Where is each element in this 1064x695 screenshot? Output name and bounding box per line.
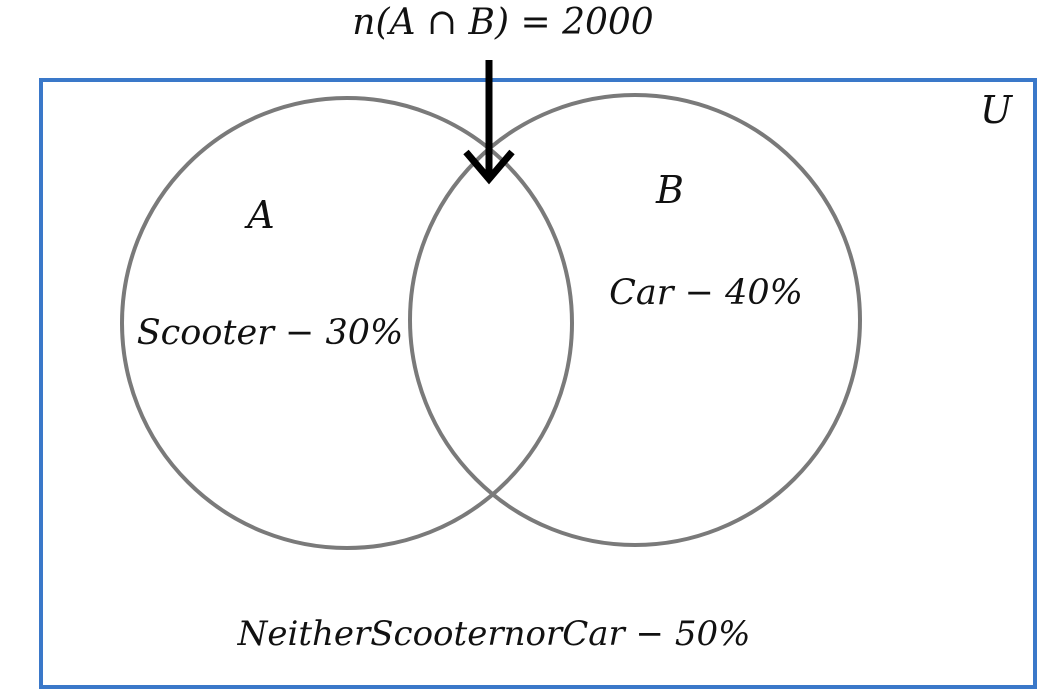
universe-rectangle	[39, 78, 1037, 689]
set-b-name: B	[655, 168, 684, 212]
set-a-circle	[120, 96, 574, 550]
set-a-name: A	[244, 193, 274, 237]
intersection-label: n(A ∩ B) = 2000	[352, 2, 653, 43]
arrow-head	[463, 149, 515, 185]
set-a-label: Scooter − 30%	[137, 313, 404, 353]
universe-label: U	[980, 88, 1014, 132]
intersection-arrow-icon	[463, 60, 515, 185]
set-b-circle	[408, 93, 862, 547]
neither-label: NeitherScooternorCar − 50%	[237, 614, 751, 654]
set-b-label: Car − 40%	[609, 273, 803, 313]
